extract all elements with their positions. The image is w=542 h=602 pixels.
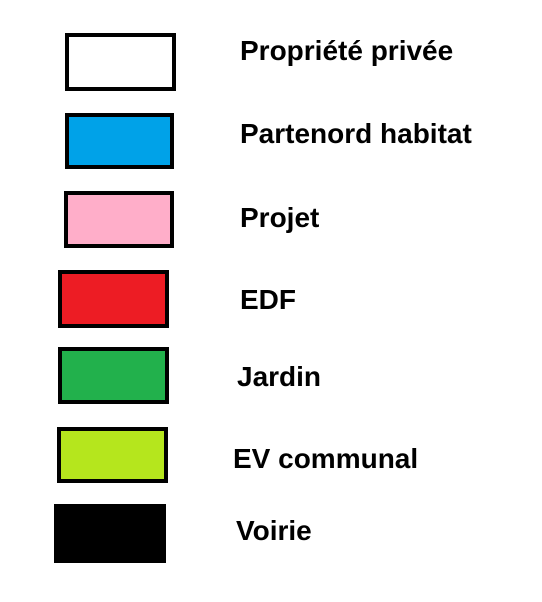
legend-swatch-edf bbox=[58, 270, 169, 328]
legend-label-voirie: Voirie bbox=[236, 515, 312, 546]
legend-swatch-ev-communal bbox=[57, 427, 168, 483]
legend-label-partenord-habitat: Partenord habitat bbox=[240, 118, 472, 149]
legend-label-propriete-privee: Propriété privée bbox=[240, 35, 454, 66]
legend-swatch-jardin bbox=[58, 347, 169, 404]
legend-label-jardin: Jardin bbox=[237, 361, 322, 392]
legend-swatch-partenord-habitat bbox=[65, 113, 174, 169]
legend-label-projet: Projet bbox=[240, 202, 320, 233]
legend-swatch-projet bbox=[64, 191, 174, 248]
legend-label-ev-communal: EV communal bbox=[233, 443, 419, 474]
legend-swatch-voirie bbox=[54, 504, 166, 563]
legend-label-edf: EDF bbox=[240, 284, 296, 315]
legend-swatch-propriete-privee bbox=[65, 33, 176, 91]
